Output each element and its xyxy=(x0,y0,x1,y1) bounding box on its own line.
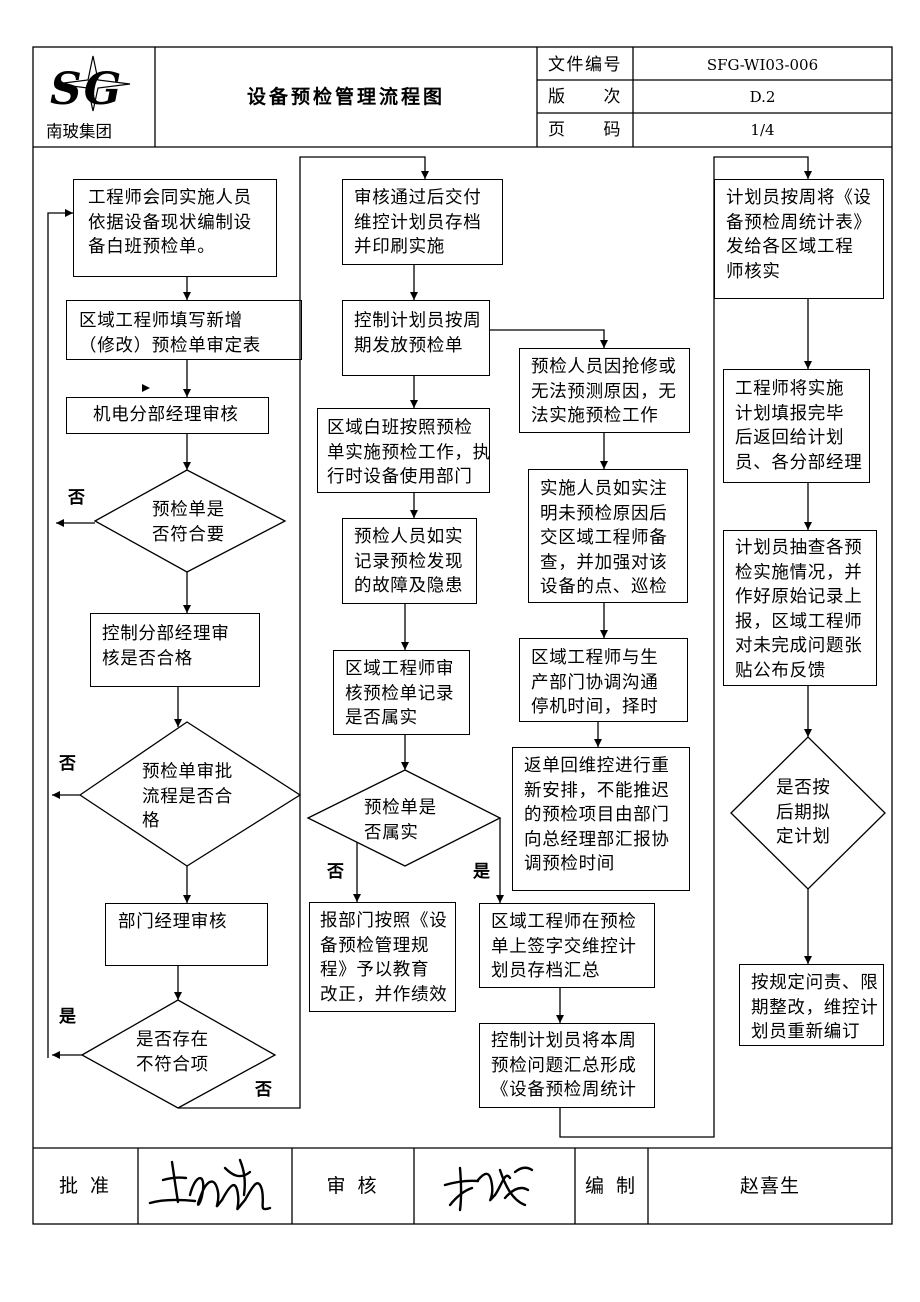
step-inspection-not-possible: 预检人员因抢修或 无法预测原因，无 法实施预检工作 xyxy=(519,348,690,433)
approve-label: 批 准 xyxy=(58,1175,113,1197)
step-reschedule: 返单回维控进行重 新安排，不能推迟 的预检项目由部门 向总经理部汇报协 调预检时… xyxy=(512,747,690,891)
document-title: 设备预检管理流程图 xyxy=(246,86,445,108)
preparer-name: 赵喜生 xyxy=(739,1175,800,1197)
branch-label-no: 否 xyxy=(68,488,85,508)
logo-star-icon xyxy=(55,55,131,112)
step-engineer-verify-records: 区域工程师审 核预检单记录 是否属实 xyxy=(333,650,470,735)
connector-7-exception xyxy=(490,329,608,348)
doc-number-label: 文件编号 xyxy=(548,55,622,75)
step-distribute-weekly-stats: 计划员按周将《设 备预检周统计表》 发给各区域工程 师核实 xyxy=(714,179,884,299)
step-weekly-summary: 控制计划员将本周 预检问题汇总形成 《设备预检周统计 xyxy=(479,1023,655,1108)
connector-return-loop xyxy=(47,209,73,1058)
step-control-manager-review: 控制分部经理审 核是否合格 xyxy=(90,613,260,687)
decision-text-checklist-compliant: 预检单是 否符合要 xyxy=(152,500,225,545)
connector-d3-to-column-2 xyxy=(178,156,429,1109)
decision-diamond-follow-plan xyxy=(730,736,886,890)
branch-label-no: 否 xyxy=(255,1080,272,1100)
decision-text-follow-plan: 是否按 后期拟 定计划 xyxy=(776,778,831,847)
step-fill-review-form: 区域工程师填写新增 （修改）预检单审定表 xyxy=(66,300,302,360)
decision-text-nonconformity-exists: 是否存在 不符合项 xyxy=(136,1030,209,1075)
decision-text-records-true: 预检单是 否属实 xyxy=(364,798,437,843)
step-archive-and-print: 审核通过后交付 维控计划员存档 并印刷实施 xyxy=(342,179,503,265)
step-spot-check: 计划员抽查各预 检实施情况，并 作好原始记录上 报，区域工程师 对未完成问题张 … xyxy=(723,530,877,686)
outer-border xyxy=(32,46,893,1225)
version-value: D.2 xyxy=(749,88,776,106)
step-day-shift-inspection: 区域白班按照预检 单实施预检工作，执 行时设备使用部门 xyxy=(317,408,490,493)
step-sign-and-archive: 区域工程师在预检 单上签字交维控计 划员存档汇总 xyxy=(479,903,655,988)
step-weekly-issue-checklist: 控制计划员按周 期发放预检单 xyxy=(342,300,490,376)
connector-13-to-column-4 xyxy=(559,156,812,1138)
step-note-reason: 实施人员如实注 明未预检原因后 交区域工程师备 查，并加强对该 设备的点、巡检 xyxy=(528,469,688,603)
version-label: 版 次 xyxy=(548,87,622,107)
decision-diamond-checklist-compliant xyxy=(93,469,287,573)
step-accountability: 按规定问责、限 期整改，维控计 划员重新编订 xyxy=(739,964,884,1046)
stray-arrowhead-icon xyxy=(142,384,150,392)
review-label: 审 核 xyxy=(326,1175,380,1197)
branch-label-yes: 是 xyxy=(59,1007,76,1027)
step-electromech-manager-review: 机电分部经理审核 xyxy=(66,397,269,434)
branch-label-no: 否 xyxy=(59,754,76,774)
approver-signature xyxy=(148,1158,272,1211)
company-logo: SG xyxy=(50,55,131,115)
branch-label-yes: 是 xyxy=(473,862,490,882)
doc-number-value: SFG-WI03-006 xyxy=(706,56,819,74)
page-label: 页 码 xyxy=(548,120,622,140)
step-engineer-prepare-checklist: 工程师会同实施人员 依据设备现状编制设 备白班预检单。 xyxy=(73,179,277,277)
step-fill-plan-return: 工程师将实施 计划填报完毕 后返回给计划 员、各分部经理 xyxy=(723,369,870,483)
step-record-findings: 预检人员如实 记录预检发现 的故障及隐患 xyxy=(342,518,477,604)
branch-label-no: 否 xyxy=(327,862,344,882)
document-frame xyxy=(32,46,893,1225)
decision-text-approval-process-ok: 预检单审批 流程是否合 格 xyxy=(142,762,233,831)
prepare-label: 编 制 xyxy=(584,1175,639,1197)
logo-lettering: SG xyxy=(50,64,123,115)
company-name: 南玻集团 xyxy=(46,122,112,141)
step-coordinate-downtime: 区域工程师与生 产部门协调沟通 停机时间，择时 xyxy=(519,638,688,722)
connectors xyxy=(47,156,812,1138)
reviewer-signature xyxy=(443,1166,534,1212)
step-department-manager-review: 部门经理审核 xyxy=(105,903,268,966)
page-value: 1/4 xyxy=(750,121,775,139)
decision-diamond-nonconformity-exists xyxy=(80,999,277,1109)
step-education-correction: 报部门按照《设 备预检管理规 程》予以教育 改正，并作绩效 xyxy=(309,902,456,1012)
